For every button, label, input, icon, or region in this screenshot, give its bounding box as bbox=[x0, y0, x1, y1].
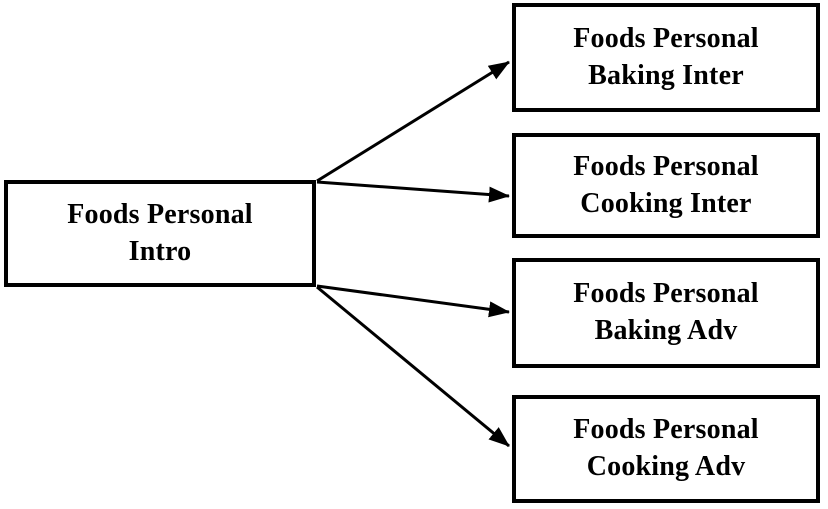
node-label-line: Foods Personal bbox=[573, 22, 759, 54]
node-label-line: Foods Personal bbox=[573, 278, 759, 310]
node-label-line: Foods Personal bbox=[573, 414, 759, 446]
node-foods-personal-baking-inter: Foods Personal Baking Inter bbox=[512, 3, 820, 112]
node-label-line: Baking Adv bbox=[594, 315, 738, 346]
node-label-line: Cooking Inter bbox=[580, 187, 752, 219]
arrow-intro-to-baking-adv bbox=[316, 284, 510, 318]
node-label-line: Foods Personal bbox=[573, 150, 759, 182]
arrow-intro-to-baking-inter bbox=[316, 60, 510, 183]
node-label-line: Cooking Adv bbox=[586, 451, 746, 482]
node-label-line: Intro bbox=[128, 235, 192, 267]
node-foods-personal-cooking-inter: Foods Personal Cooking Inter bbox=[512, 133, 820, 238]
node-foods-personal-cooking-adv: Foods Personal Cooking Adv bbox=[512, 395, 820, 503]
node-label-line: Baking Inter bbox=[588, 59, 744, 91]
node-foods-personal-baking-adv: Foods Personal Baking Adv bbox=[512, 258, 820, 368]
node-foods-personal-intro: Foods Personal Intro bbox=[4, 180, 316, 287]
arrow-intro-to-cooking-adv bbox=[316, 285, 510, 448]
arrow-intro-to-cooking-inter bbox=[316, 180, 510, 203]
node-label-line: Foods Personal bbox=[67, 198, 253, 230]
